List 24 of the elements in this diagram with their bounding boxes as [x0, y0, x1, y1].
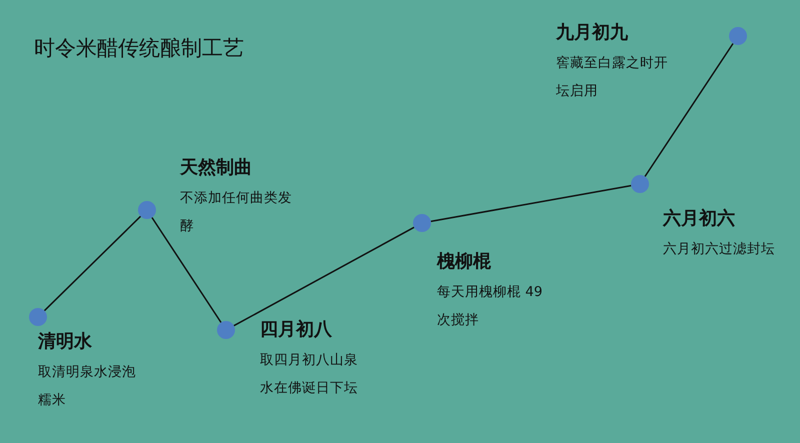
connector-line	[430, 184, 632, 222]
connector-line	[151, 217, 222, 323]
step-description: 每天用槐柳棍 49 次搅拌	[437, 283, 544, 330]
timeline-dot	[29, 308, 47, 326]
diagram-title: 时令米醋传统酿制工艺	[34, 35, 244, 62]
connector-line	[644, 43, 734, 177]
step-title: 九月初九	[556, 21, 629, 45]
connector-line	[44, 216, 142, 312]
connector-line	[234, 226, 414, 326]
step-title: 清明水	[38, 330, 93, 354]
step-description: 不添加任何曲类发酵	[180, 189, 293, 236]
step-title: 槐柳棍	[437, 250, 492, 274]
step-description: 窖藏至白露之时开坛启用	[556, 54, 669, 101]
step-description: 六月初六过滤封坛	[663, 240, 776, 259]
timeline-dot	[217, 321, 235, 339]
step-title: 六月初六	[663, 207, 736, 231]
step-title: 天然制曲	[180, 156, 253, 180]
step-description: 取清明泉水浸泡糯米	[38, 363, 137, 410]
timeline-dot	[631, 175, 649, 193]
timeline-dot	[138, 201, 156, 219]
timeline-dot	[413, 214, 431, 232]
step-title: 四月初八	[260, 318, 333, 342]
step-description: 取四月初八山泉水在佛诞日下坛	[260, 351, 359, 398]
timeline-dot	[729, 27, 747, 45]
